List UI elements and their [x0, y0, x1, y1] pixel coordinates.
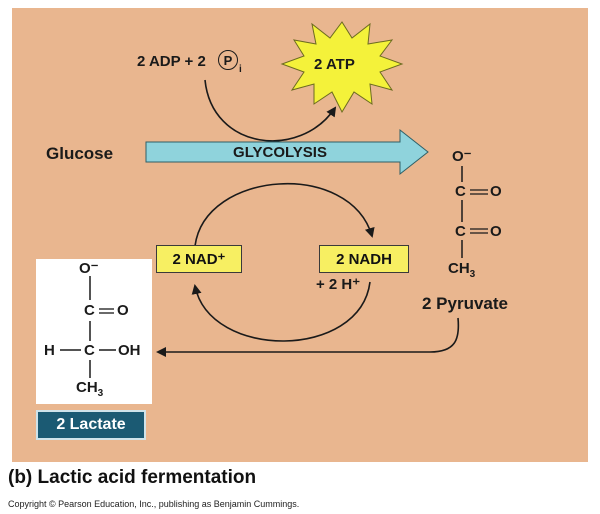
lactate-methyl: CH3 — [76, 379, 104, 399]
pyruvate-oxygen-1: O — [490, 183, 502, 200]
lactate-label: 2 Lactate — [36, 410, 146, 440]
adp-to-atp-arrow — [204, 79, 337, 142]
figure-caption: (b) Lactic acid fermentation — [8, 467, 257, 488]
adp-pi-label: 2 ADP + 2 — [137, 53, 206, 70]
atp-burst-icon — [280, 21, 404, 114]
nad-plus-box: 2 NAD⁺ — [156, 245, 242, 273]
pyruvate-methyl: CH3 — [448, 260, 476, 280]
lactate-o-minus: O⁻ — [79, 260, 99, 277]
phosphate-subscript: i — [239, 64, 242, 75]
pyruvate-carbon-2: C — [455, 223, 466, 240]
copyright-notice: Copyright © Pearson Education, Inc., pub… — [8, 499, 300, 509]
pyruvate-carbon-1: C — [455, 183, 466, 200]
nadh-box: 2 NADH — [319, 245, 409, 273]
lactate-hydroxyl: OH — [118, 342, 141, 359]
nad-to-nadh-arrow — [194, 183, 375, 247]
lactate-carbon-1: C — [84, 302, 95, 319]
glycolysis-label: GLYCOLYSIS — [233, 144, 327, 161]
h-plus-label: + 2 H⁺ — [316, 276, 361, 293]
glycolysis-arrow — [145, 128, 429, 176]
nadh-to-nad-arrow — [191, 281, 371, 342]
lactate-hydrogen: H — [44, 342, 55, 359]
lactate-carbon-2: C — [84, 342, 95, 359]
pyruvate-o-minus: O⁻ — [452, 148, 472, 165]
pyruvate-label: 2 Pyruvate — [422, 294, 508, 313]
glucose-label: Glucose — [46, 144, 114, 163]
pyruvate-to-lactate-arrow — [156, 317, 460, 357]
lactate-structure-card — [36, 259, 152, 404]
pyruvate-oxygen-2: O — [490, 223, 502, 240]
lactate-oxygen: O — [117, 302, 129, 319]
atp-label: 2 ATP — [314, 56, 355, 73]
phosphate-icon: P — [218, 50, 238, 70]
